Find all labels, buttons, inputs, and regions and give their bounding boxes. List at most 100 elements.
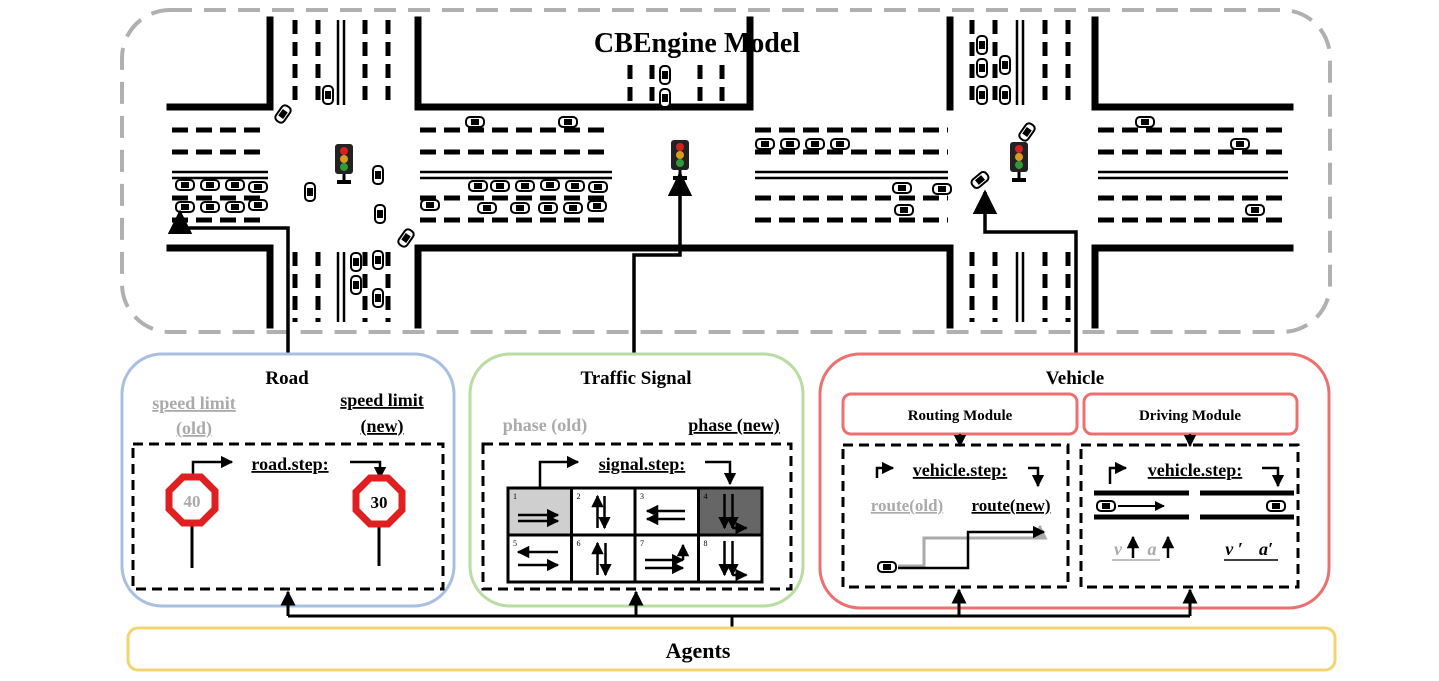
phase-cell: 6 [570, 533, 637, 584]
car-icon [477, 202, 497, 214]
car-icon [350, 252, 362, 272]
car-icon [894, 204, 914, 216]
phase-number: 6 [577, 539, 581, 548]
car-icon [976, 35, 988, 55]
phase-number: 3 [640, 492, 644, 501]
driving-step-label: vehicle.step: [1148, 460, 1242, 480]
car-icon [350, 275, 362, 295]
car-icon [1135, 116, 1155, 128]
car-icon [175, 179, 195, 191]
car-icon [999, 55, 1011, 75]
car-icon [877, 561, 897, 573]
phase-number: 4 [704, 492, 708, 501]
traffic-light-icon [1010, 142, 1028, 182]
road-panel: Road speed limit (old) speed limit (new)… [120, 352, 456, 608]
phase-number: 1 [513, 492, 517, 501]
routing-step-label: vehicle.step: [913, 460, 1007, 480]
phase-cell: 8 [697, 533, 764, 584]
agents-bar: Agents [126, 626, 1337, 672]
car-icon [932, 183, 952, 195]
car-icon [976, 85, 988, 105]
velocity-old-label: v [1114, 539, 1123, 559]
car-icon [248, 181, 268, 193]
car-icon [515, 180, 535, 192]
car-icon [420, 199, 440, 211]
car-icon [397, 228, 415, 248]
model-title: CBEngine Model [594, 28, 800, 59]
car-icon [588, 181, 608, 193]
phase-number: 5 [513, 539, 517, 548]
agent-connectors [280, 588, 1198, 628]
road-heading: Road [265, 368, 309, 389]
model-frame [120, 8, 1332, 334]
car-icon [1230, 138, 1250, 150]
phase-cell: 7 [633, 533, 700, 584]
car-icon [468, 180, 488, 192]
route-old-label: route(old) [871, 496, 943, 515]
road-old-label-2: (old) [176, 418, 212, 439]
car-icon [563, 202, 583, 214]
car-icon [805, 138, 825, 150]
car-icon [372, 165, 384, 185]
car-icon [225, 179, 245, 191]
car-icon [1245, 204, 1265, 216]
car-icon [200, 179, 220, 191]
phase-number: 8 [704, 539, 708, 548]
car-icon [830, 138, 850, 150]
car-icon [970, 171, 990, 189]
signal-new-label: phase (new) [688, 415, 780, 436]
car-icon [1266, 500, 1286, 512]
phase-cell: 1 [506, 486, 573, 537]
car-icon [538, 202, 558, 214]
car-icon [755, 138, 775, 150]
phase-cell: 2 [570, 486, 637, 537]
acceleration-old-label: a [1148, 539, 1157, 559]
car-icon [304, 182, 316, 202]
speed-sign-old-icon: 40 [165, 473, 219, 568]
speed-sign-new-value: 30 [371, 493, 388, 512]
vehicle-panel: Vehicle Routing Module Driving Module ve… [818, 352, 1331, 610]
model-connectors [167, 171, 1078, 354]
car-icon [372, 250, 384, 270]
traffic-light-icon [335, 144, 353, 184]
velocity-new-label: v ′ [1225, 539, 1243, 559]
agents-label: Agents [666, 638, 731, 663]
car-icon [892, 182, 912, 194]
car-icon [372, 288, 384, 308]
speed-sign-old-value: 40 [184, 492, 201, 511]
road-new-label: speed limit [340, 390, 424, 410]
car-icon [510, 202, 530, 214]
car-icon [465, 116, 485, 128]
car-icon [1096, 500, 1116, 512]
driving-module-label: Driving Module [1139, 408, 1241, 424]
phase-cell: 5 [506, 533, 573, 584]
car-icon [587, 200, 607, 212]
signal-heading: Traffic Signal [580, 368, 691, 389]
car-icon [374, 204, 386, 224]
car-icon [999, 85, 1011, 105]
car-icon [248, 199, 268, 211]
cars-layer [175, 35, 1265, 308]
car-icon [565, 180, 585, 192]
car-icon [540, 179, 560, 191]
route-new-label: route(new) [972, 496, 1051, 515]
signal-old-label: phase (old) [503, 415, 588, 436]
road-step-label: road.step: [251, 454, 328, 474]
car-icon [659, 88, 671, 108]
car-icon [558, 116, 578, 128]
phase-cell: 4 [697, 486, 764, 537]
routing-module-label: Routing Module [908, 408, 1013, 424]
signal-step-label: signal.step: [599, 454, 686, 474]
car-icon [659, 65, 671, 85]
road-old-label: speed limit [152, 393, 236, 413]
road-new-label-2: (new) [361, 416, 404, 437]
car-icon [274, 104, 292, 124]
car-icon [322, 85, 334, 105]
car-icon [200, 201, 220, 213]
phase-number: 2 [577, 492, 581, 501]
phase-grid: 1 2 3 4 5 6 7 8 [506, 486, 764, 584]
phase-number: 7 [640, 539, 644, 548]
car-icon [976, 58, 988, 78]
traffic-light-icon [671, 140, 689, 180]
car-icon [1018, 122, 1036, 142]
